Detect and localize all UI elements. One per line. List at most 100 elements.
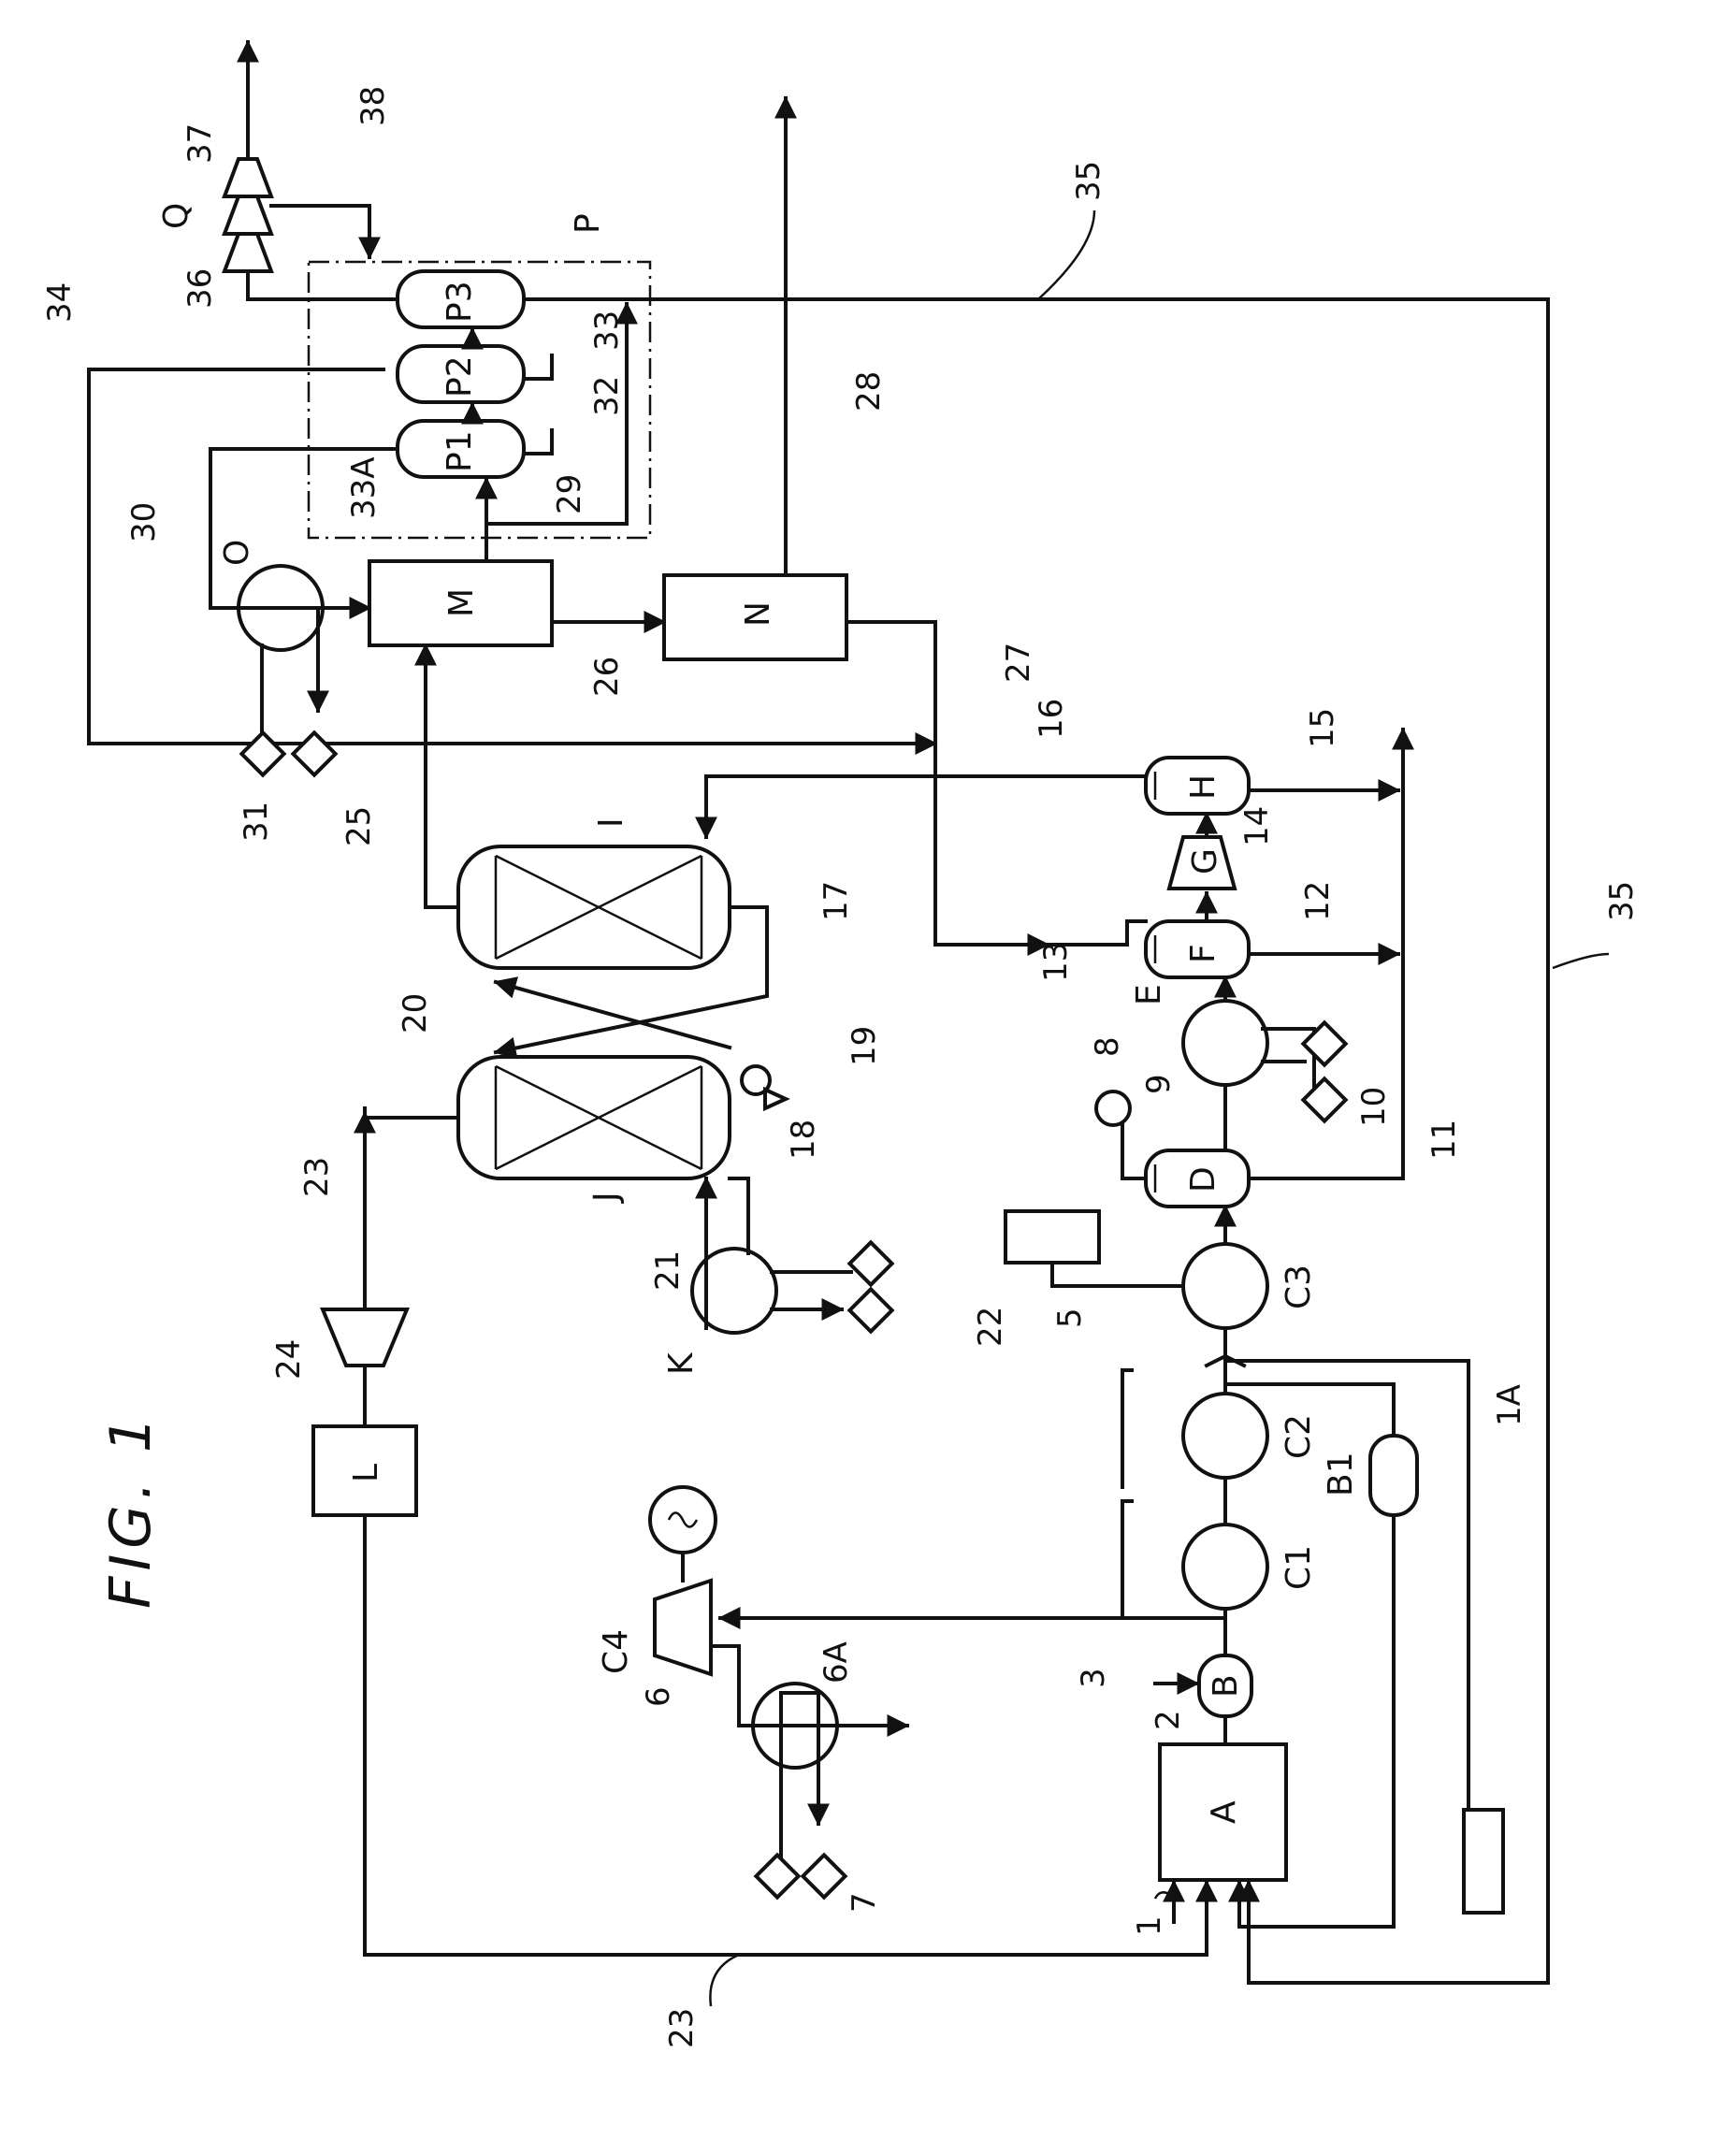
unit-k-label: K: [662, 1351, 701, 1375]
unit-p2-label: P2: [441, 355, 479, 397]
ref-37: 37: [181, 123, 219, 164]
ref-9: 9: [1140, 1074, 1178, 1094]
ref-23a: 23: [298, 1157, 336, 1197]
tank-1a: [1464, 1810, 1503, 1913]
compressor-q3: [224, 159, 271, 196]
unit-p1-label: P1: [441, 430, 479, 472]
unit-e-label: E: [1130, 984, 1168, 1005]
ref-21: 21: [649, 1250, 687, 1291]
ref-17: 17: [817, 881, 855, 921]
figure-title: FIG. 1: [98, 1411, 164, 1609]
diamond-22a: [849, 1242, 891, 1284]
leader-23b: [710, 1955, 739, 2006]
ref-32: 32: [588, 376, 626, 416]
turbine-c4: [655, 1581, 711, 1674]
ref-34: 34: [41, 282, 79, 323]
line-16: [706, 776, 1146, 837]
ref-30: 30: [125, 502, 163, 542]
ref-28: 28: [850, 371, 888, 412]
ref-13: 13: [1037, 942, 1075, 982]
ref-19: 19: [846, 1026, 883, 1066]
diamond-31a: [241, 732, 283, 774]
unit-p-label: P: [569, 213, 607, 234]
unit-d-label: D: [1184, 1166, 1222, 1192]
ref-33a: 33A: [345, 456, 383, 519]
unit-f-label: F: [1184, 944, 1222, 963]
line-9: [1122, 1122, 1146, 1178]
mixer-8: [1096, 1091, 1130, 1125]
unit-q-label: Q: [157, 203, 195, 229]
unit-c2-label: C2: [1280, 1414, 1318, 1459]
loop-c1-c2: [1122, 1501, 1132, 1618]
diamond-7b: [803, 1855, 845, 1897]
line-32: [524, 430, 552, 454]
line-27: [846, 622, 935, 945]
reactor-i: [458, 846, 730, 968]
ref-26: 26: [588, 657, 626, 697]
compressor-c3: [1183, 1244, 1267, 1328]
ref-5: 5: [1051, 1308, 1089, 1328]
ref-6: 6: [640, 1686, 677, 1707]
ref-29: 29: [551, 474, 588, 514]
ref-11: 11: [1425, 1120, 1463, 1160]
line-25: [426, 645, 458, 907]
compressor-24: [323, 1309, 407, 1366]
stream-6: [711, 1646, 739, 1726]
leader-35a: [1038, 210, 1094, 299]
unit-h-label: H: [1184, 774, 1222, 800]
line-k-top: [730, 1178, 748, 1253]
unit-b1-label: B1: [1322, 1452, 1360, 1496]
line-5: [1052, 1263, 1183, 1286]
line-33: [524, 355, 552, 379]
unit-5: [1005, 1211, 1099, 1263]
ref-16: 16: [1033, 699, 1070, 739]
compressor-c2: [1183, 1394, 1267, 1478]
ref-35a: 35: [1070, 161, 1107, 201]
reactor-j: [458, 1057, 730, 1178]
ref-3: 3: [1075, 1668, 1112, 1688]
ref-33: 33: [588, 311, 626, 351]
ref-38: 38: [354, 86, 392, 126]
unit-i-label: I: [592, 817, 630, 828]
line-36: [248, 271, 398, 299]
loop-e: [1263, 1029, 1314, 1090]
ref-6a: 6A: [817, 1641, 855, 1684]
unit-l-label: L: [347, 1464, 385, 1482]
unit-c3-label: C3: [1280, 1265, 1318, 1309]
loop-c2-c3: [1122, 1370, 1132, 1487]
ref-8: 8: [1089, 1036, 1126, 1057]
unit-c4-label: C4: [597, 1629, 635, 1674]
compressor-q1: [224, 234, 271, 271]
unit-m-label: M: [442, 588, 481, 617]
unit-b-label: B: [1207, 1674, 1245, 1698]
ref-20: 20: [397, 993, 434, 1033]
line-13: [935, 879, 1146, 945]
ref-7: 7: [846, 1892, 883, 1913]
vessel-b1: [1370, 1436, 1417, 1515]
unit-a-label: A: [1205, 1800, 1243, 1824]
ref-15: 15: [1304, 708, 1341, 748]
ref-27: 27: [1000, 643, 1037, 683]
compressor-c1: [1183, 1525, 1267, 1609]
ref-1: 1: [1131, 1915, 1168, 1936]
pump-19: [765, 1090, 786, 1108]
line-23-top: [365, 1108, 458, 1118]
ref-35b: 35: [1603, 881, 1641, 921]
unit-c1-label: C1: [1280, 1545, 1318, 1590]
diamond-10b: [1303, 1078, 1345, 1120]
unit-o-label: O: [218, 540, 256, 566]
line-38: [271, 206, 369, 257]
unit-g-label: G: [1186, 848, 1224, 874]
diamond-22b: [849, 1289, 891, 1331]
ref-1a: 1A: [1491, 1384, 1528, 1426]
ref-22: 22: [972, 1307, 1009, 1347]
ref-23b: 23: [663, 2008, 701, 2048]
reference-numerals: 1 1A 2 3 5 6 6A 7 8 9 10 11 12 13 14 15 …: [41, 86, 1641, 2048]
ref-18: 18: [785, 1120, 822, 1160]
unit-j-label: J: [587, 1192, 626, 1204]
diamond-7a: [756, 1855, 798, 1897]
unit-p3-label: P3: [441, 281, 479, 323]
line-20: [496, 982, 730, 1048]
ref-10: 10: [1355, 1087, 1393, 1127]
